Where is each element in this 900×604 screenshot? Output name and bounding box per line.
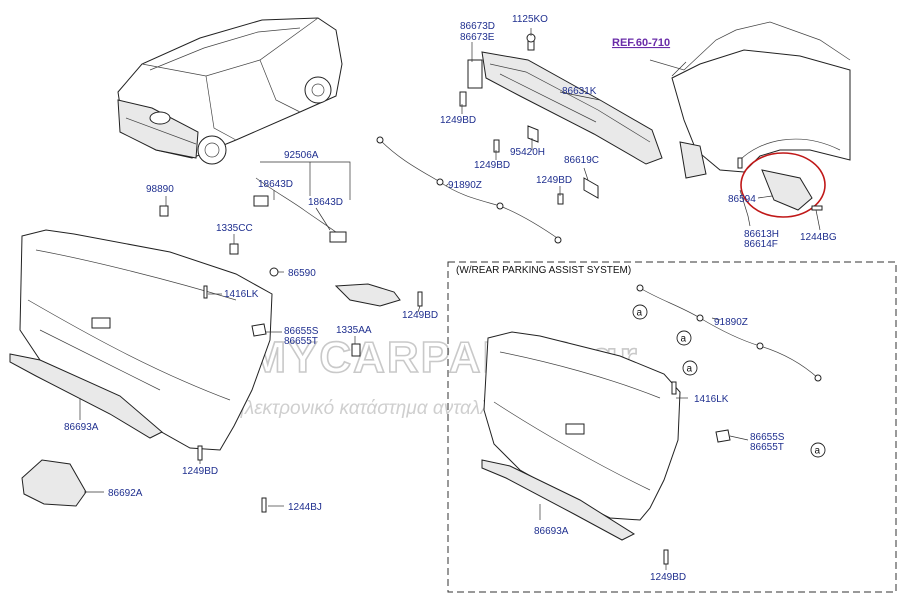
rear-beam-group xyxy=(459,33,663,205)
part-label[interactable]: 91890Z xyxy=(448,180,482,191)
part-label[interactable]: 86692A xyxy=(108,488,143,499)
svg-text:a: a xyxy=(637,308,643,319)
part-label[interactable]: 86619C xyxy=(564,155,599,166)
part-label[interactable]: 18643D xyxy=(258,179,293,190)
wiring-harness xyxy=(253,136,562,244)
part-label[interactable]: 1249BD xyxy=(440,115,476,126)
part-label[interactable]: 86673D xyxy=(460,21,495,32)
part-label[interactable]: 1416LK xyxy=(694,394,729,405)
part-label[interactable]: 1249BD xyxy=(182,466,218,477)
part-label[interactable]: 86613H xyxy=(744,229,779,240)
callout-marker: a xyxy=(810,442,826,458)
part-label[interactable]: 1249BD xyxy=(650,572,686,583)
part-label[interactable]: 1244BG xyxy=(800,232,837,243)
part-label[interactable]: 86631K xyxy=(562,86,597,97)
rear-body-panel xyxy=(649,21,851,218)
highlight-circle xyxy=(740,152,826,218)
part-label[interactable]: 86655T xyxy=(284,336,318,347)
part-label[interactable]: 1249BD xyxy=(474,160,510,171)
callout-marker: a xyxy=(632,304,648,320)
car-overview-illustration xyxy=(117,17,343,165)
part-label[interactable]: 95420H xyxy=(510,147,545,158)
rear-bumper-main xyxy=(9,229,273,451)
part-label[interactable]: 18643D xyxy=(308,197,343,208)
svg-text:a: a xyxy=(687,364,693,375)
svg-text:a: a xyxy=(815,446,821,457)
part-label[interactable]: 1244BJ xyxy=(288,502,322,513)
inset-title: (W/REAR PARKING ASSIST SYSTEM) xyxy=(456,265,631,276)
callout-marker: a xyxy=(676,330,692,346)
part-label[interactable]: 86673E xyxy=(460,32,495,43)
part-label[interactable]: 86655T xyxy=(750,442,784,453)
under-cover-part xyxy=(21,459,87,507)
part-label[interactable]: 86614F xyxy=(744,239,778,250)
part-label[interactable]: 86655S xyxy=(750,432,785,443)
parking-assist-inset: (W/REAR PARKING ASSIST SYSTEM) a a xyxy=(447,261,897,593)
part-labels: 86673D 86673E 1125KO 86631K 1249BD 1249B… xyxy=(64,14,837,583)
part-label[interactable]: 92506A xyxy=(284,150,319,161)
part-label[interactable]: 86655S xyxy=(284,326,319,337)
left-fasteners xyxy=(159,205,423,513)
part-label[interactable]: 1249BD xyxy=(402,310,438,321)
part-label[interactable]: 1416LK xyxy=(224,289,259,300)
part-label[interactable]: 1125KO xyxy=(512,14,548,25)
rear-reflector-lamp xyxy=(334,283,401,307)
part-label[interactable]: 91890Z xyxy=(714,317,748,328)
part-label[interactable]: 86590 xyxy=(288,268,316,279)
svg-text:a: a xyxy=(681,334,687,345)
part-label[interactable]: 98890 xyxy=(146,184,174,195)
part-label[interactable]: 86693A xyxy=(534,526,569,537)
part-label[interactable]: 1335AA xyxy=(336,325,372,336)
part-label[interactable]: 86594 xyxy=(728,194,756,205)
part-label[interactable]: 1335CC xyxy=(216,223,253,234)
leader-lines xyxy=(79,28,821,507)
reference-label[interactable]: REF.60-710 xyxy=(612,37,670,49)
part-label[interactable]: 86693A xyxy=(64,422,99,433)
callout-marker: a xyxy=(682,360,698,376)
part-label[interactable]: 1249BD xyxy=(536,175,572,186)
